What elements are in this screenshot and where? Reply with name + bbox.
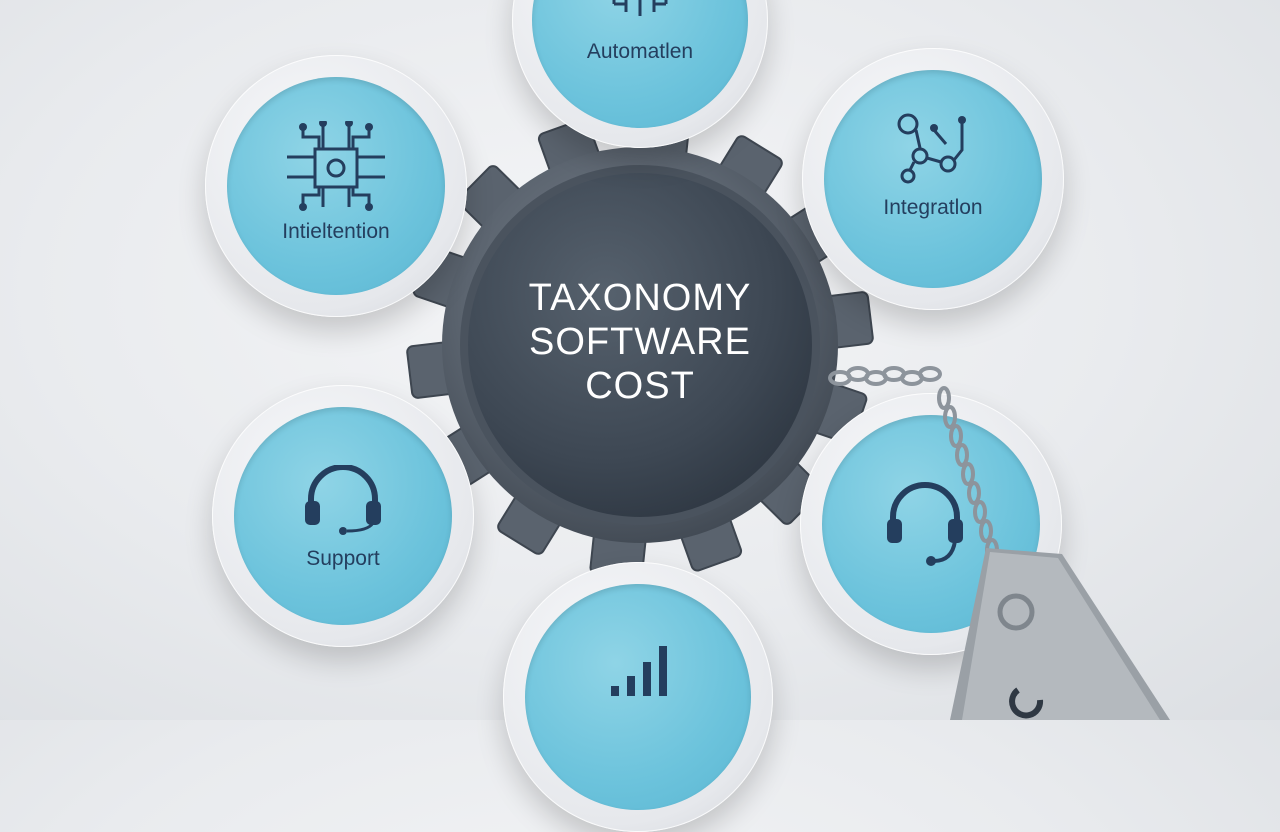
gear-network-icon bbox=[897, 113, 966, 184]
price-tag-group bbox=[828, 366, 1170, 720]
chain-link bbox=[918, 366, 942, 382]
chain-link bbox=[967, 481, 981, 505]
price-tag-icon bbox=[950, 548, 1170, 720]
node-support-disc bbox=[234, 407, 452, 625]
bar-chart-icon bbox=[611, 646, 667, 696]
node-automation-label: Automatlen bbox=[586, 40, 694, 63]
node-integration: Integratlon bbox=[802, 48, 1064, 310]
hub-title-line-3: COST bbox=[585, 365, 695, 407]
chip-circuit-icon bbox=[287, 121, 385, 211]
gear-hub-face bbox=[468, 173, 812, 517]
node-support: Support bbox=[212, 385, 474, 647]
chain-link bbox=[937, 386, 951, 410]
chain-link bbox=[961, 462, 975, 486]
node-integration-label: Integratlon bbox=[883, 196, 983, 219]
chain-link bbox=[949, 424, 963, 448]
headset-icon bbox=[305, 465, 381, 535]
hub-title-line-1: TAXONOMY bbox=[528, 277, 752, 319]
chain-link bbox=[955, 443, 969, 467]
chain-link bbox=[943, 405, 957, 429]
chain bbox=[828, 366, 1011, 600]
gear-hub bbox=[406, 111, 874, 579]
chain-link bbox=[979, 519, 993, 543]
brain-circuit-icon bbox=[612, 0, 668, 16]
hub-title: TAXONOMY SOFTWARE COST bbox=[490, 276, 790, 408]
hub-title-line-2: SOFTWARE bbox=[529, 321, 751, 363]
headset-icon bbox=[887, 482, 963, 566]
node-support-label: Support bbox=[306, 547, 380, 570]
node-intelligence-label: Intieltention bbox=[282, 220, 390, 243]
chain-link bbox=[973, 500, 987, 524]
node-integration-disc bbox=[824, 70, 1042, 288]
diagram-stage: TAXONOMY SOFTWARE COST Automatlen bbox=[205, 0, 1170, 832]
node-intelligence: Intieltention bbox=[205, 55, 467, 317]
